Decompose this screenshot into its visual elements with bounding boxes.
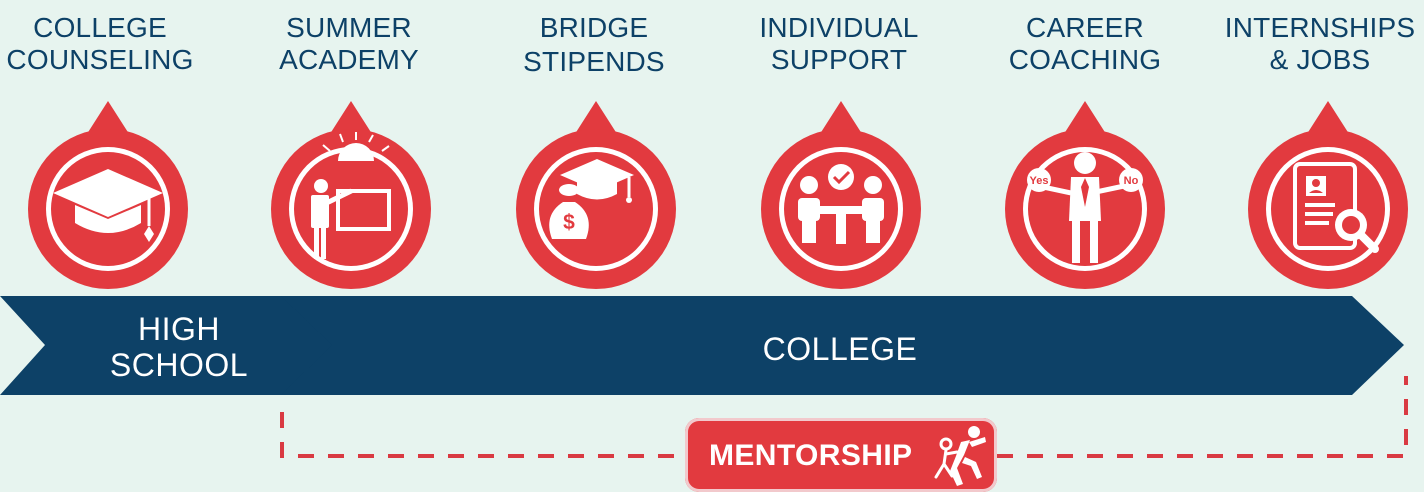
meeting-support-icon [761,101,921,289]
resume-search-icon [1248,101,1408,289]
college-arrow [281,296,1404,395]
mentorship-label: MENTORSHIP [709,439,913,472]
stage-arrows [0,296,1404,395]
yes-text: Yes [1030,175,1049,187]
high-school-arrow [0,296,338,395]
mentorship-dashed-line [280,376,1408,458]
step-label-college-counseling: COLLEGE COUNSELING [6,12,194,75]
step-node-individual-support [750,97,932,293]
money-bag-cap-icon: $ [516,101,676,289]
step-node-summer-academy [260,97,442,293]
step-node-internships-jobs [1237,97,1419,293]
climbing-help-icon [934,426,986,486]
dollar-text: $ [563,211,575,234]
graduation-cap-icon [28,101,188,289]
step-label-individual-support: INDIVIDUAL SUPPORT [759,12,919,75]
step-node-career-coaching: Yes No [994,97,1176,293]
teacher-board-icon [271,101,431,289]
step-label-bridge-stipends: BRIDGE STIPENDS [523,12,665,77]
high-school-label: HIGH SCHOOL [109,311,249,383]
college-label: COLLEGE [762,331,918,367]
no-text: No [1124,175,1139,187]
step-node-college-counseling [17,97,199,293]
step-node-bridge-stipends: $ [505,97,687,293]
step-label-internships-jobs: INTERNSHIPS & JOBS [1224,12,1416,75]
mentorship-badge: MENTORSHIP [685,418,997,492]
step-label-summer-academy: SUMMER ACADEMY [279,12,419,75]
career-choice-icon: Yes No [1005,101,1165,289]
step-label-career-coaching: CAREER COACHING [1008,12,1162,75]
